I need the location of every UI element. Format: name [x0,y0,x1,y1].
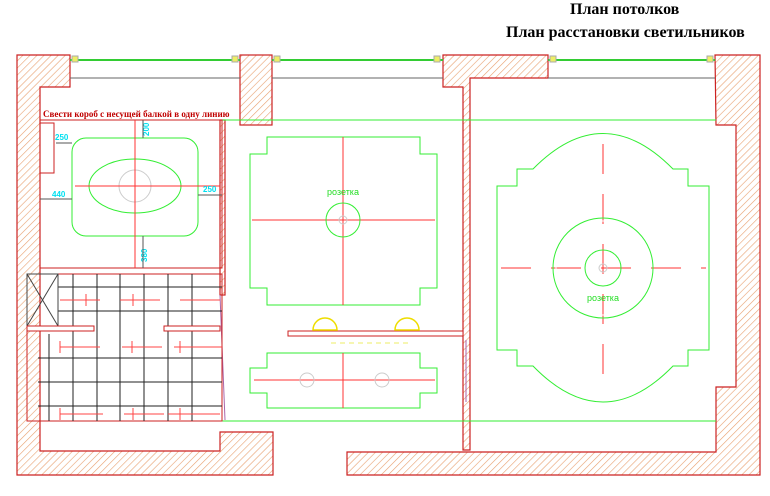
socket-label-right: розетка [587,293,619,303]
windows [70,55,715,79]
socket-label-middle: розетка [327,187,359,197]
lighting-plan-title: План расстановки светильников [506,24,745,41]
dim-250-left: 250 [55,133,69,142]
bedroom-ceiling: розетка [496,133,710,403]
bathroom-tile-grid [26,273,223,422]
kitchen-ceiling: Свести короб с несущей балкой в одну лин… [39,109,230,269]
dim-380: 380 [140,248,149,262]
living-room-ceiling: розетка [249,136,464,409]
ceiling-plan-title: План потолков [570,1,680,18]
dim-200: 200 [142,122,151,136]
dim-250-right: 250 [203,185,217,194]
dim-440: 440 [52,190,66,199]
note-text: Свести короб с несущей балкой в одну лин… [43,109,230,119]
